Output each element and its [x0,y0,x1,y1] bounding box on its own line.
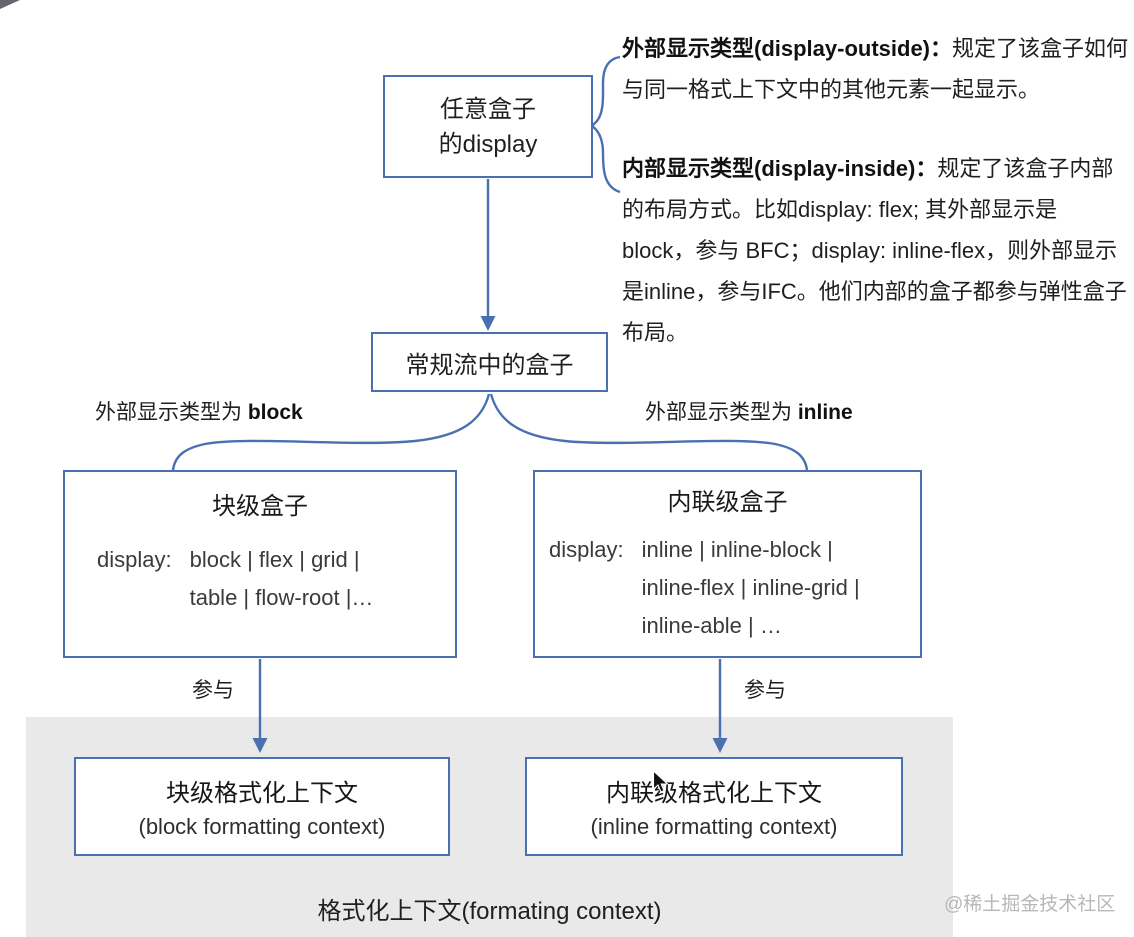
inline-level-box-title: 内联级盒子 [667,489,788,516]
display-property-label: display: [97,547,172,572]
inline-display-values-line1: inline | inline-block | [641,537,833,562]
inline-display-values-line3: inline-able | … [641,613,782,638]
watermark: @稀土掘金技术社区 [944,894,1116,915]
corner-artifact [0,0,20,9]
annotation-inside: 内部显示类型(display-inside)：规定了该盒子内部的布局方式。比如d… [622,148,1130,353]
branch-label-inline-text: 外部显示类型为 [645,401,798,424]
display-property-label: display: [549,537,624,562]
ifc-node: 内联级格式化上下文 (inline formatting context) [525,757,903,856]
bfc-node: 块级格式化上下文 (block formatting context) [74,757,450,856]
annotation-outside-desc: 规定了该盒子如何与同一格式上下文中的其他元素一起显示。 [622,36,1129,102]
normal-flow-box-label: 常规流中的盒子 [405,351,574,379]
block-display-values-line2: table | flow-root |… [189,585,374,610]
block-display-values-line1: block | flex | grid | [189,547,360,572]
annotation-block: 外部显示类型(display-outside)：规定了该盒子如何与同一格式上下文… [622,28,1130,353]
inline-level-box-node: 内联级盒子 display: inline | inline-block | i… [533,470,922,658]
annotation-outside-term: 外部显示类型(display-outside)： [622,36,953,61]
branch-label-block-text: 外部显示类型为 [95,401,248,424]
annotation-inside-desc: 规定了该盒子内部的布局方式。比如display: flex; 其外部显示是blo… [622,156,1127,345]
branch-label-inline: 外部显示类型为 inline [645,396,853,426]
formatting-context-caption: 格式化上下文(formating context) [317,898,662,925]
ifc-subtitle: (inline formatting context) [590,814,838,839]
normal-flow-box-node: 常规流中的盒子 [371,332,608,392]
bfc-subtitle: (block formatting context) [138,814,386,839]
block-level-box-node: 块级盒子 display: block | flex | grid | tabl… [63,470,457,658]
branch-label-block-bold: block [247,401,303,424]
participate-label-right: 参与 [744,679,786,702]
block-level-display-values: display: block | flex | grid | table | f… [65,541,455,617]
any-box-line2: 的display [438,130,538,158]
bfc-title: 块级格式化上下文 [166,780,358,807]
branch-label-inline-bold: inline [797,401,853,424]
inline-level-display-values: display: inline | inline-block | inline-… [535,531,920,645]
arrowhead-top-to-flow [480,316,496,331]
any-box-display-node: 任意盒子 的display [383,75,593,178]
mouse-cursor-icon [652,770,669,793]
participate-label-left: 参与 [192,679,234,702]
curly-brace [590,55,621,194]
block-level-box-title: 块级盒子 [212,493,308,520]
annotation-inside-term: 内部显示类型(display-inside)： [622,156,938,181]
ifc-title: 内联级格式化上下文 [606,780,822,807]
any-box-line1: 任意盒子 [440,95,536,123]
annotation-outside: 外部显示类型(display-outside)：规定了该盒子如何与同一格式上下文… [622,28,1130,110]
inline-display-values-line2: inline-flex | inline-grid | [641,575,860,600]
branch-label-block: 外部显示类型为 block [95,396,303,426]
